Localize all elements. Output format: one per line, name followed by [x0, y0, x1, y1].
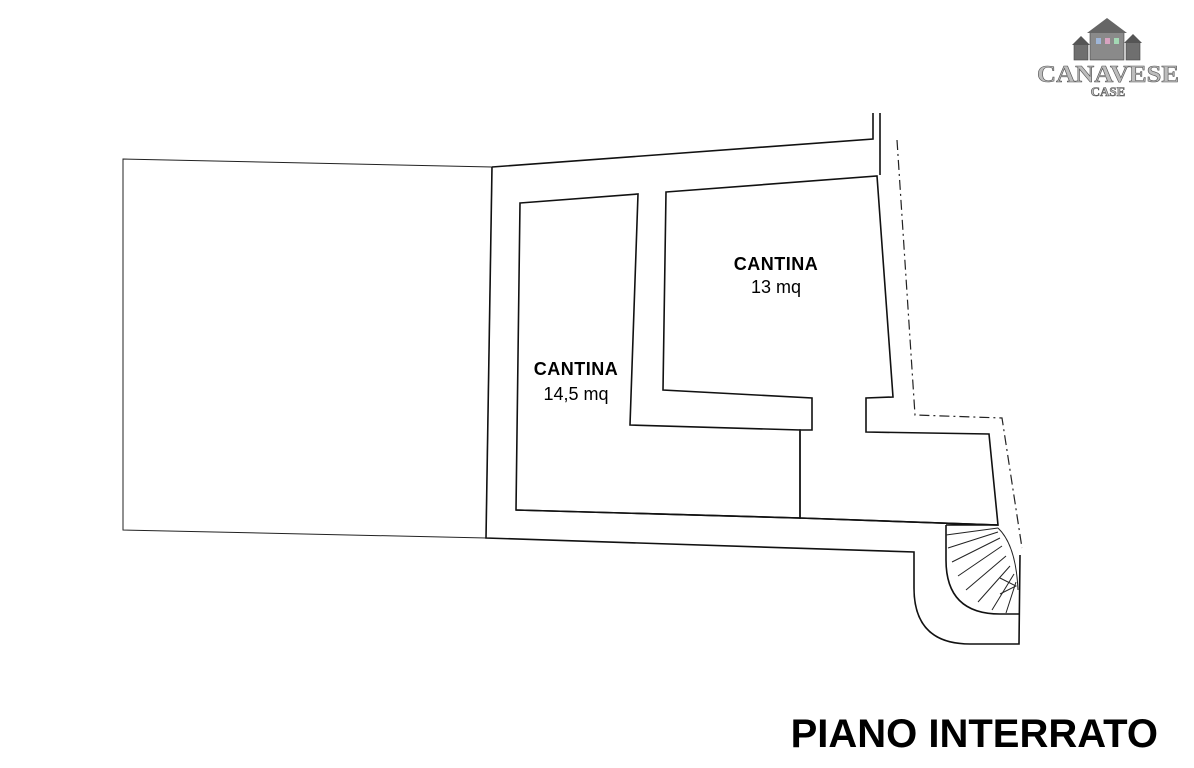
- adjacent-area-outline: [122, 158, 493, 539]
- room-area-cantina-large: 14,5 mq: [543, 384, 608, 404]
- cantina-large-outline: [515, 193, 801, 519]
- room-area-cantina-small: 13 mq: [751, 277, 801, 297]
- logo-name: CANAVESE: [1037, 62, 1179, 88]
- property-boundary: [896, 139, 1023, 549]
- houses-icon: [1072, 18, 1142, 61]
- spiral-stair: [945, 527, 1019, 614]
- outer-wall: [485, 113, 1021, 645]
- floor-title: PIANO INTERRATO: [791, 712, 1158, 756]
- stair-outline: [945, 525, 1019, 615]
- room-name-cantina-small: CANTINA: [734, 254, 819, 274]
- stair-arrow-icon: [999, 577, 1018, 595]
- cantina-small-outline: [662, 175, 999, 526]
- canavese-case-logo: CANAVESE CASE: [1037, 18, 1179, 99]
- logo-sub: CASE: [1091, 84, 1126, 99]
- corridor-wall: [515, 509, 999, 526]
- room-name-cantina-large: CANTINA: [534, 359, 619, 379]
